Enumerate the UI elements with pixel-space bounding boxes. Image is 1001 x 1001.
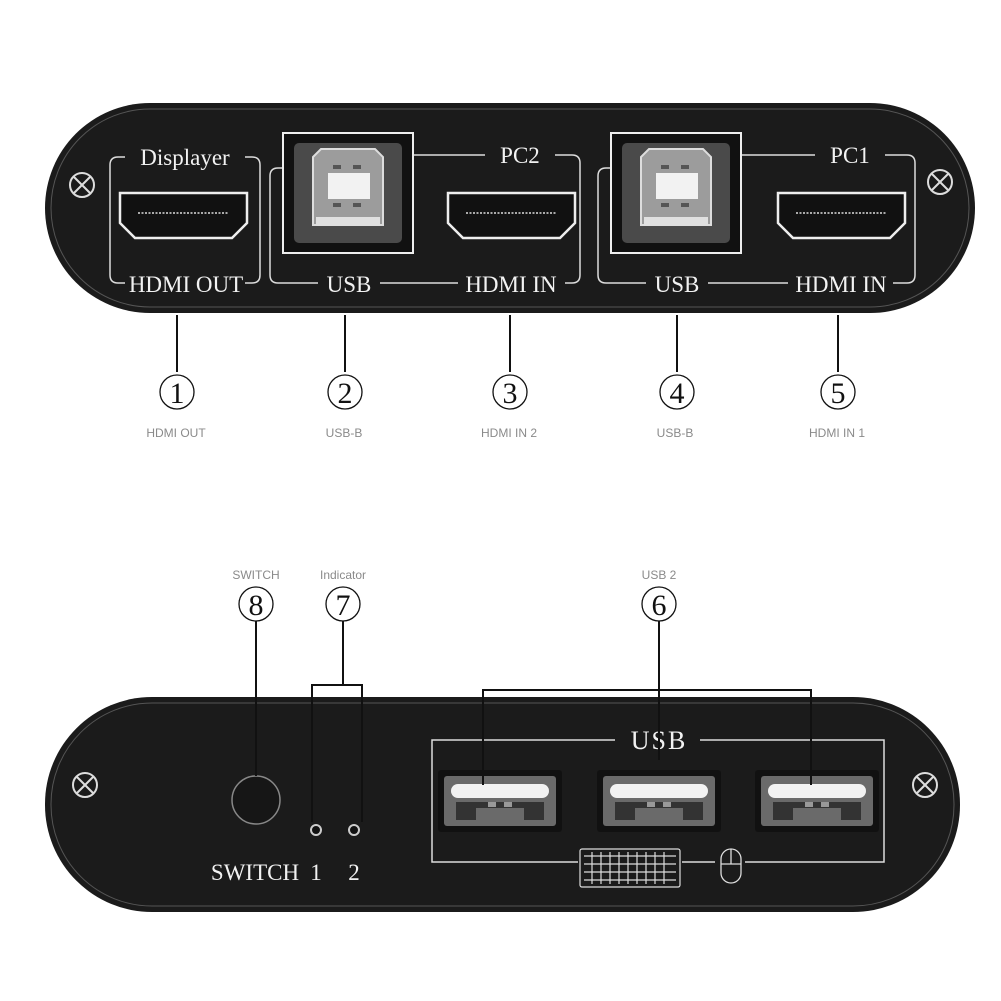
back-callout-labels: 8 7 6 SWITCH Indicator USB 2 xyxy=(232,568,676,622)
caption-2: USB-B xyxy=(326,426,363,440)
hdmi-in-port-pc1 xyxy=(776,191,907,240)
callout-3: 3 xyxy=(503,377,518,410)
indicator-led-1 xyxy=(310,824,322,836)
usb-a-port-3 xyxy=(755,770,879,832)
indicator-label-1: 1 xyxy=(310,860,322,885)
usb-b-port-pc1 xyxy=(610,132,742,254)
usb-a-port-1 xyxy=(438,770,562,832)
caption-8: SWITCH xyxy=(232,568,279,582)
keyboard-icon xyxy=(579,848,681,888)
callout-1: 1 xyxy=(170,377,185,410)
switch-label: SWITCH xyxy=(211,860,299,885)
caption-4: USB-B xyxy=(657,426,694,440)
mouse-icon xyxy=(720,848,742,884)
usb-b-port-pc2 xyxy=(282,132,414,254)
front-callout-numbers: 1 2 3 4 5 HDMI OUT USB-B HDMI IN 2 USB-B… xyxy=(146,377,865,440)
hdmi-in-port-pc2 xyxy=(446,191,577,240)
pc1-label: PC1 xyxy=(830,143,870,168)
caption-5: HDMI IN 1 xyxy=(809,426,865,440)
pc2-usb-label: USB xyxy=(327,272,372,297)
callout-4: 4 xyxy=(670,377,685,410)
switch-button xyxy=(231,775,281,825)
caption-6: USB 2 xyxy=(642,568,677,582)
front-callouts xyxy=(159,315,856,410)
callout-2: 2 xyxy=(338,377,353,410)
caption-1: HDMI OUT xyxy=(146,426,206,440)
pc1-usb-label: USB xyxy=(655,272,700,297)
usb-a-port-2 xyxy=(597,770,721,832)
indicator-label-2: 2 xyxy=(348,860,360,885)
callout-7: 7 xyxy=(336,589,351,622)
caption-7: Indicator xyxy=(320,568,366,582)
pc2-label: PC2 xyxy=(500,143,540,168)
caption-3: HDMI IN 2 xyxy=(481,426,537,440)
pc1-hdmi-in-label: HDMI IN xyxy=(795,272,887,297)
front-panel: Displayer HDMI OUT PC2 USB HDMI IN PC1 U… xyxy=(45,103,975,313)
indicator-led-2 xyxy=(348,824,360,836)
callout-5: 5 xyxy=(831,377,846,410)
callout-8: 8 xyxy=(249,589,264,622)
displayer-label: Displayer xyxy=(140,145,230,170)
pc2-hdmi-in-label: HDMI IN xyxy=(465,272,557,297)
hdmi-out-label: HDMI OUT xyxy=(129,272,243,297)
callout-6: 6 xyxy=(652,589,667,622)
hdmi-out-port xyxy=(118,191,249,240)
back-callouts xyxy=(238,586,812,822)
back-panel: SWITCH 1 2 USB xyxy=(45,697,960,912)
